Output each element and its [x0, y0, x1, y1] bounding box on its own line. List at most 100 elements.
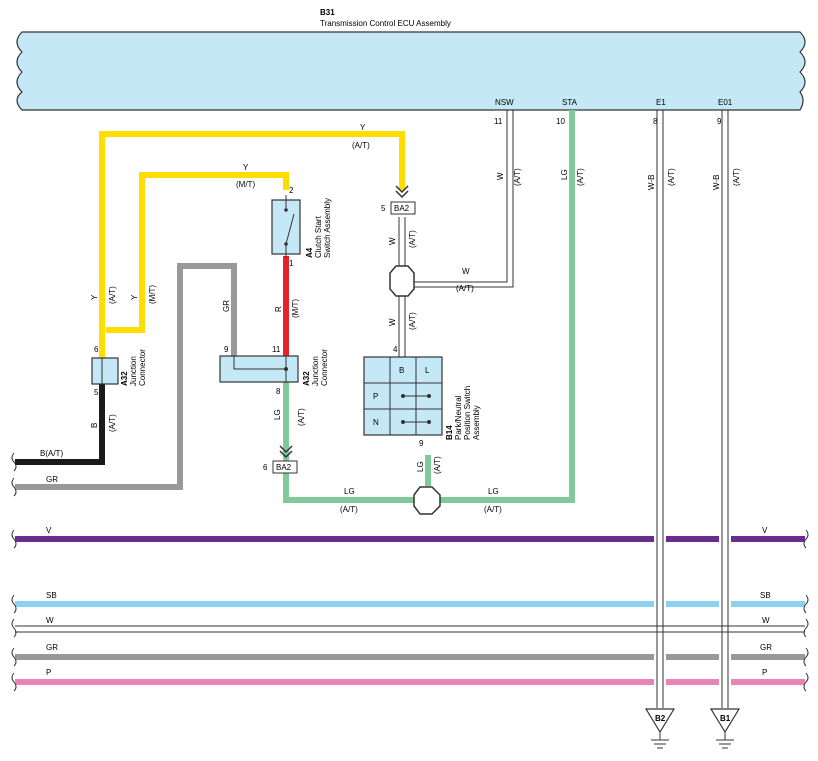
wire-nsw-at: (A/T): [513, 168, 522, 186]
clutch-pin-top: 2: [289, 186, 294, 195]
wire-lg-left-label: LG: [344, 487, 355, 496]
pn-name-3: Assembly: [472, 405, 481, 440]
pn-pin-bottom: 9: [419, 439, 424, 448]
connector-ba2-bottom-label: BA2: [276, 463, 292, 472]
splice-bottom: [413, 486, 441, 515]
pn-cell-l: L: [425, 366, 430, 375]
wire-nsw-w: W: [496, 172, 505, 180]
wire-ba2-w: W: [388, 237, 397, 245]
bus-v-left-label: V: [46, 526, 52, 535]
wire-lg-right-label: LG: [488, 487, 499, 496]
clutch-name-2: Switch Assembly: [323, 198, 332, 258]
ecu-code: B31: [320, 8, 335, 17]
connector-ba2-bottom: [272, 445, 298, 474]
junction-mid-pin-top: 11: [272, 345, 281, 354]
wire-lg-right-at: (A/T): [484, 505, 502, 514]
wire-black: [15, 384, 105, 465]
clutch-start-switch: [271, 195, 301, 258]
wire-b-end-mark: [11, 452, 17, 472]
wire-b-at: (A/T): [108, 414, 117, 432]
wire-pn-at: (A/T): [408, 312, 417, 330]
wire-e1-at: (A/T): [667, 168, 676, 186]
junction-left-name-1: Junction: [129, 356, 138, 386]
connector-ba2-top-label: BA2: [394, 204, 410, 213]
bus-w-right-label: W: [762, 616, 770, 625]
wire-sta-lg: LG: [560, 169, 569, 180]
clutch-code: A4: [305, 247, 314, 258]
park-neutral-switch: [363, 356, 443, 436]
junction-left-code: A32: [120, 371, 129, 386]
junction-mid-code: A32: [302, 371, 311, 386]
wire-gr-label: GR: [222, 300, 231, 312]
junction-mid-name-1: Junction: [311, 356, 320, 386]
splice-top: [389, 265, 415, 297]
bus-sb-right-label: SB: [760, 591, 771, 600]
pin-sta-num: 10: [556, 117, 565, 126]
ground-symbol-b2: [644, 708, 676, 749]
bus-v-right-label: V: [762, 526, 768, 535]
junction-mid-pin-bottom: 8: [276, 387, 281, 396]
wire-gr-left-label: GR: [46, 475, 58, 484]
wire-lg-junction-label: LG: [273, 409, 282, 420]
wire-y-inner-mt: (M/T): [148, 285, 157, 304]
wire-y-mid-label: Y: [243, 163, 249, 172]
pn-code: B14: [445, 425, 454, 440]
wire-yellow-at: [99, 131, 405, 358]
junction-connector-left: [91, 357, 119, 385]
bus-gr-left-label: GR: [46, 643, 58, 652]
wire-sta-at: (A/T): [576, 168, 585, 186]
bus-sb-left-label: SB: [46, 591, 57, 600]
junction-left-pin-top: 6: [94, 345, 99, 354]
connector-ba2-top-pin: 5: [381, 204, 386, 213]
wire-e01-at: (A/T): [732, 168, 741, 186]
wire-b-at-left: B(A/T): [40, 449, 63, 458]
pin-e1-num: 8: [653, 117, 658, 126]
pin-nsw-label: NSW: [495, 98, 514, 107]
bus-lines: [11, 529, 809, 692]
wire-y-top-at: (A/T): [352, 141, 370, 150]
wire-r-mt: (M/T): [291, 299, 300, 318]
pn-cell-b: B: [399, 366, 404, 375]
wire-y-left-label: Y: [90, 294, 99, 300]
wire-lg-left-at: (A/T): [340, 505, 358, 514]
pn-cell-n: N: [373, 418, 379, 427]
wire-e01-label: W-B: [712, 175, 721, 190]
pin-e1-label: E1: [656, 98, 666, 107]
pn-name-1: Park/Neutral: [454, 395, 463, 440]
wire-nsw: [398, 110, 514, 357]
wire-lg-pn-label: LG: [416, 461, 425, 472]
pin-nsw-num: 11: [494, 117, 503, 126]
wire-ba2-at: (A/T): [408, 230, 417, 248]
junction-mid-name-2: Connector: [320, 349, 329, 386]
wire-yellow-mt: [106, 172, 289, 333]
wire-y-mid-mt: (M/T): [236, 180, 255, 189]
pn-name-2: Position Switch: [463, 386, 472, 440]
ecu-name: Transmission Control ECU Assembly: [320, 19, 451, 28]
wire-y-top-label: Y: [360, 123, 366, 132]
junction-connector-mid: [219, 355, 299, 383]
wire-gr-end-mark: [11, 477, 17, 497]
wire-gray: [15, 263, 237, 490]
wire-pn-w: W: [388, 318, 397, 326]
ground-b2-label: B2: [655, 714, 666, 723]
junction-left-name-2: Connector: [138, 349, 147, 386]
ground-wires: [654, 110, 731, 708]
wire-lg-pn-at: (A/T): [433, 456, 442, 474]
pn-pin-top: 4: [393, 345, 398, 354]
wire-nsw-h-at: (A/T): [456, 284, 474, 293]
clutch-pin-bottom: 1: [289, 259, 294, 268]
pin-e01-num: 9: [717, 117, 722, 126]
wire-y-left-at: (A/T): [108, 286, 117, 304]
wire-b-label: B: [90, 423, 99, 428]
pin-sta-label: STA: [562, 98, 578, 107]
junction-left-pin-bottom: 5: [94, 388, 99, 397]
wire-e1-label: W-B: [647, 175, 656, 190]
ground-b1-label: B1: [720, 714, 731, 723]
bus-p-left-label: P: [46, 668, 51, 677]
bus-p-right-label: P: [762, 668, 767, 677]
junction-mid-pin-left: 9: [224, 345, 229, 354]
bus-gr-right-label: GR: [760, 643, 772, 652]
wire-r-label: R: [274, 306, 283, 312]
ground-symbol-b1: [709, 708, 741, 749]
